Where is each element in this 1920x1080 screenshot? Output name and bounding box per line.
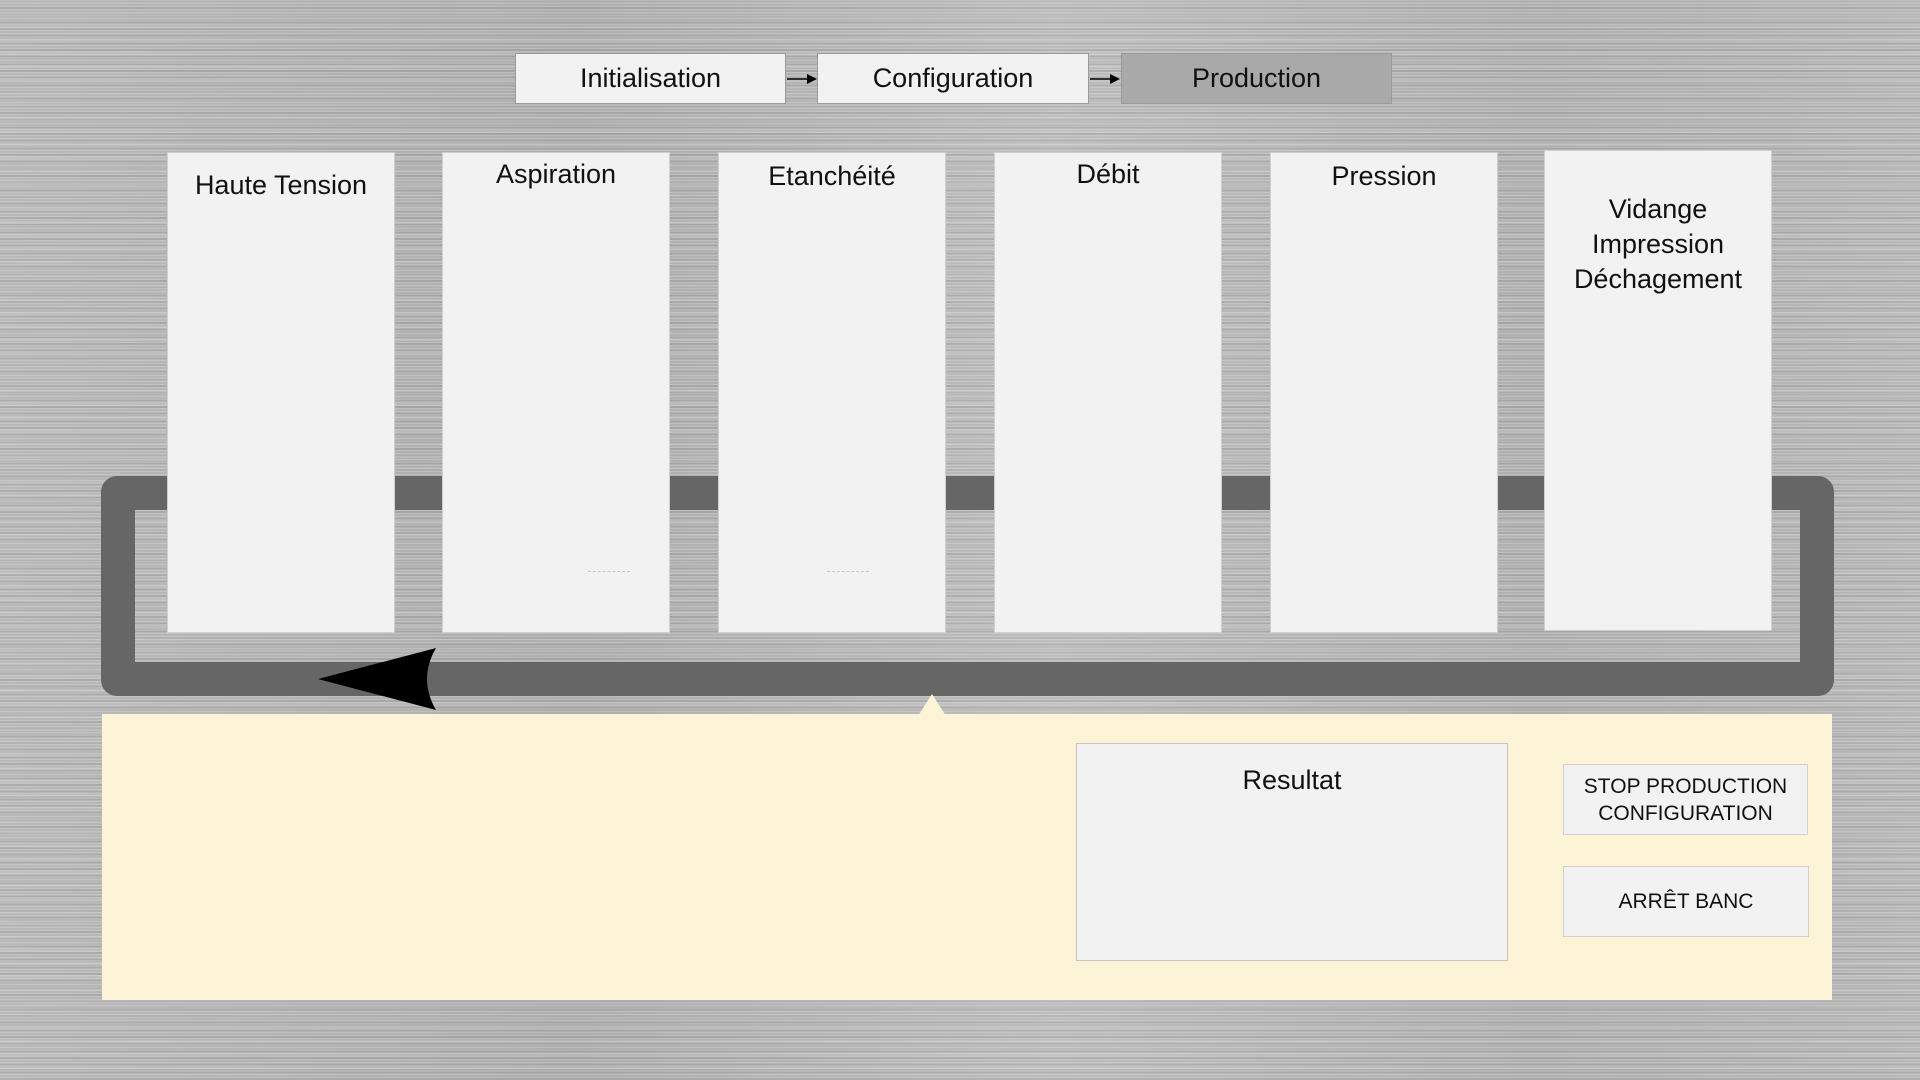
divider bbox=[827, 571, 869, 572]
step-initialisation[interactable]: Initialisation bbox=[515, 53, 786, 104]
step-production[interactable]: Production bbox=[1121, 53, 1392, 104]
station-haute-tension[interactable]: Haute Tension bbox=[167, 152, 395, 633]
station-label: Haute Tension bbox=[194, 170, 368, 200]
station-label: Aspiration bbox=[495, 159, 617, 189]
arrow-right-icon bbox=[787, 74, 817, 84]
station-vidange[interactable]: Vidange Impression Déchagement bbox=[1544, 150, 1772, 631]
result-box: Resultat bbox=[1076, 743, 1508, 961]
step-configuration[interactable]: Configuration bbox=[817, 53, 1089, 104]
station-label: Etanchéité bbox=[768, 161, 896, 191]
station-label: Pression bbox=[1331, 161, 1437, 191]
station-label: Vidange Impression Déchagement bbox=[1573, 194, 1743, 294]
station-label: Débit bbox=[1076, 159, 1140, 189]
station-etancheite[interactable]: Etanchéité bbox=[718, 152, 946, 633]
stop-production-button[interactable]: STOP PRODUCTION CONFIGURATION bbox=[1563, 764, 1808, 835]
arrow-left-icon bbox=[318, 648, 436, 710]
station-debit[interactable]: Débit bbox=[994, 152, 1222, 633]
divider bbox=[588, 571, 630, 572]
station-pression[interactable]: Pression bbox=[1270, 152, 1498, 633]
panel-pointer bbox=[918, 694, 946, 716]
result-title: Resultat bbox=[1242, 765, 1342, 795]
arret-banc-button[interactable]: ARRÊT BANC bbox=[1563, 866, 1809, 937]
arrow-right-icon bbox=[1090, 74, 1120, 84]
control-panel bbox=[102, 714, 1832, 1000]
station-aspiration[interactable]: Aspiration bbox=[442, 152, 670, 633]
